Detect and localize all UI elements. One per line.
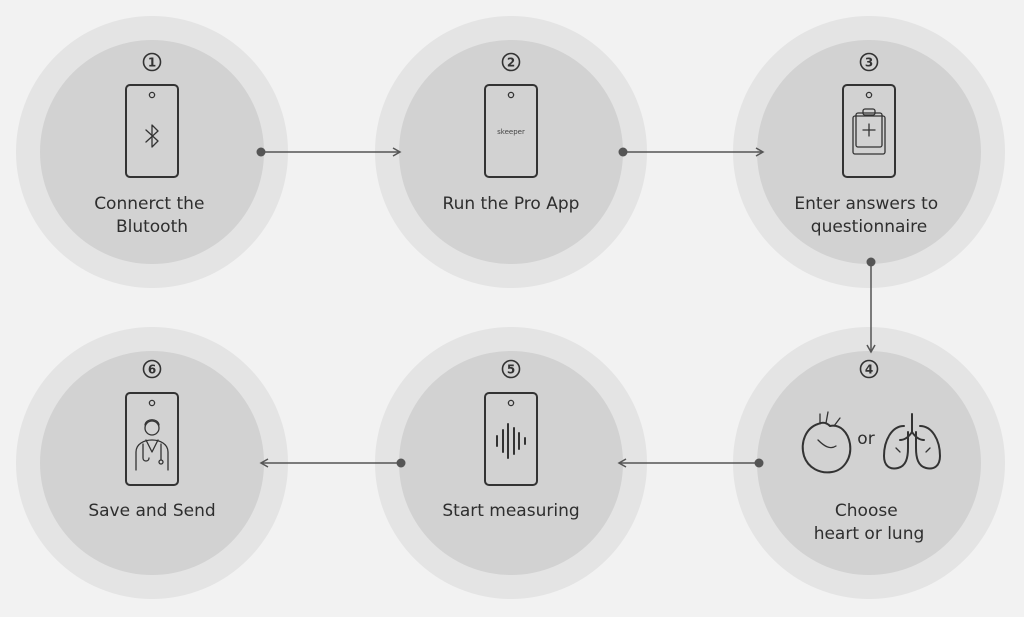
app-logo-icon: skeeper	[497, 128, 525, 136]
or-label: or	[857, 429, 874, 449]
step-number: 2	[507, 56, 515, 70]
step-label: Connerct the Blutooth	[94, 194, 210, 237]
step-number-badge: 3	[859, 52, 879, 72]
step-number-badge: 4	[859, 359, 879, 379]
connector-2-3	[618, 147, 765, 157]
step-number: 4	[865, 363, 873, 377]
step-3: 3 Enter answers to questionnaire	[733, 16, 1005, 288]
step-1: 1 Connerct the Blutooth	[16, 16, 288, 288]
bluetooth-icon	[145, 124, 159, 148]
lung-icon	[883, 413, 941, 470]
step-number-badge: 6	[142, 359, 162, 379]
step-number: 3	[865, 56, 873, 70]
step-label: Choose heart or lung	[814, 501, 925, 544]
step-5: 5 Start measuring	[375, 327, 647, 599]
step-inner-circle	[40, 351, 264, 575]
connector-1-2	[256, 147, 402, 157]
step-number-badge: 2	[501, 52, 521, 72]
step-number: 5	[507, 363, 515, 377]
sound-wave-icon	[496, 423, 526, 459]
step-number-badge: 1	[142, 52, 162, 72]
step-number: 1	[148, 56, 156, 70]
phone-icon	[484, 392, 538, 486]
doctor-icon	[135, 419, 169, 471]
step-label: Save and Send	[88, 501, 215, 521]
step-number: 6	[148, 363, 156, 377]
step-4: 4 or Choose heart or lung	[733, 327, 1005, 599]
step-inner-circle	[757, 351, 981, 575]
step-inner-circle	[399, 40, 623, 264]
phone-icon	[484, 84, 538, 178]
step-number-badge: 5	[501, 359, 521, 379]
step-label: Enter answers to questionnaire	[794, 194, 943, 237]
step-label: Start measuring	[442, 501, 579, 521]
step-inner-circle	[40, 40, 264, 264]
clipboard-icon	[852, 108, 886, 155]
heart-icon	[801, 411, 852, 474]
step-inner-circle	[399, 351, 623, 575]
phone-icon	[125, 392, 179, 486]
phone-icon	[842, 84, 896, 178]
step-inner-circle	[757, 40, 981, 264]
phone-icon	[125, 84, 179, 178]
step-2: 2 skeeper Run the Pro App	[375, 16, 647, 288]
connector-5-6	[259, 458, 406, 468]
step-label: Run the Pro App	[443, 194, 580, 214]
connector-4-5	[617, 458, 764, 468]
connector-3-4	[866, 257, 876, 354]
step-6: 6 Save and Send	[16, 327, 288, 599]
